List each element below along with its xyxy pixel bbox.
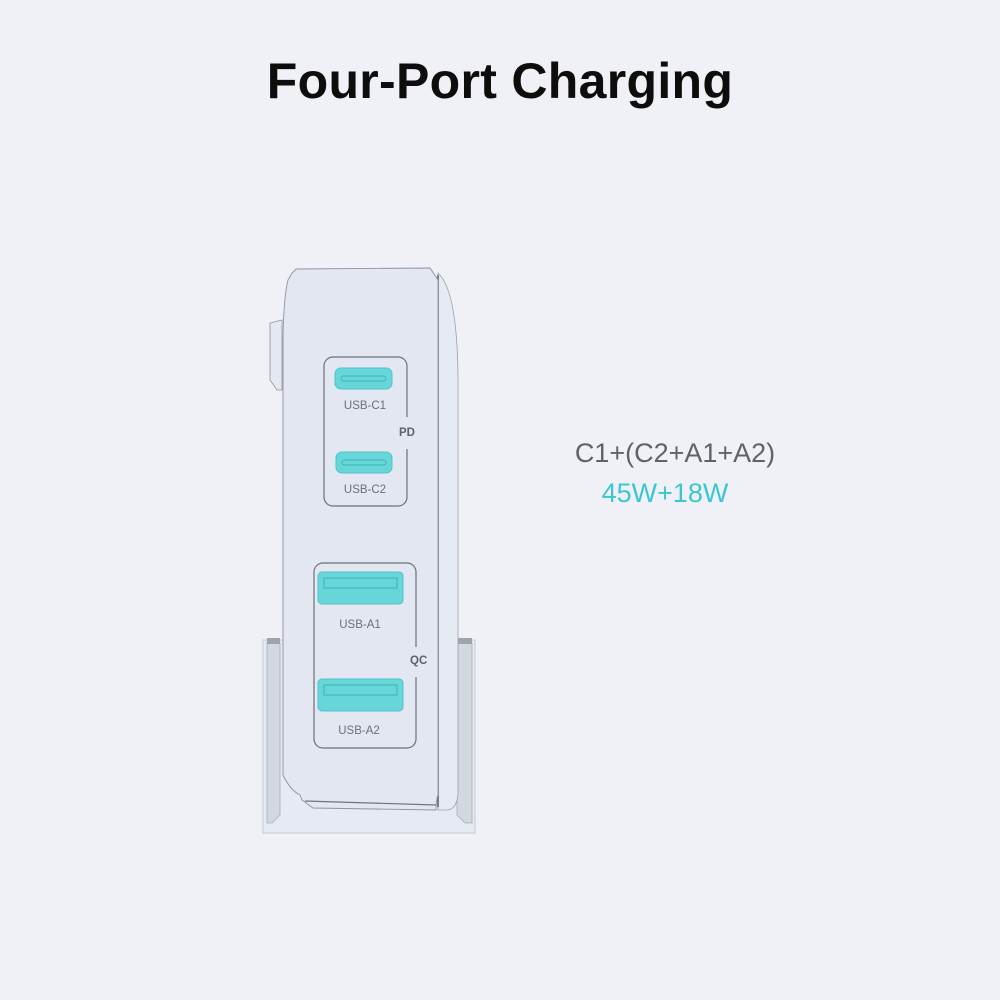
port-combination-formula: C1+(C2+A1+A2)	[574, 438, 776, 468]
page-title: Four-Port Charging	[266, 53, 734, 109]
charger-illustration: USB-C1 USB-C2 PD USB-A1 USB-A2 QC	[250, 255, 510, 845]
power-output-value: 45W+18W	[601, 478, 729, 508]
group-label-pd: PD	[399, 427, 415, 439]
port-label-usb-a1: USB-A1	[339, 619, 381, 631]
port-label-usb-c2: USB-C2	[343, 484, 387, 496]
port-label-usb-c1: USB-C1	[343, 400, 387, 412]
group-label-qc: QC	[410, 655, 428, 667]
charger-body-graphic	[262, 267, 476, 834]
port-label-usb-a2: USB-A2	[338, 725, 380, 737]
